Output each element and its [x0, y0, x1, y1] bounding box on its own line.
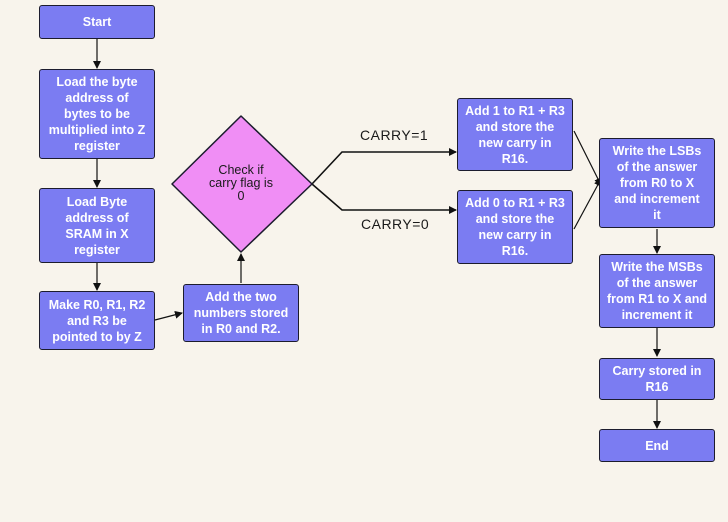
carry-one-label: CARRY=1 — [360, 127, 429, 143]
arrow-point-z-to-add-two — [154, 310, 183, 321]
decision-diamond-shape — [171, 115, 313, 253]
carry-zero-label: CARRY=0 — [361, 216, 430, 232]
add-zero-node: Add 0 to R1 + R3 and store the new carry… — [457, 190, 573, 264]
arrow-check-to-add-zero — [311, 183, 457, 214]
start-node: Start — [39, 5, 155, 39]
check-carry-decision-label: Check if carry flag is 0 — [209, 162, 273, 203]
write-msb-node: Write the MSBs of the answer from R1 to … — [599, 254, 715, 328]
write-lsb-node: Write the LSBs of the answer from R0 to … — [599, 138, 715, 228]
end-node: End — [599, 429, 715, 462]
load-z-node: Load the byte address of bytes to be mul… — [39, 69, 155, 159]
arrow-add-one-to-write-lsb — [573, 130, 602, 186]
load-x-node: Load Byte address of SRAM in X register — [39, 188, 155, 263]
add-two-numbers-node: Add the two numbers stored in R0 and R2. — [183, 284, 299, 342]
point-z-node: Make R0, R1, R2 and R3 be pointed to by … — [39, 291, 155, 350]
carry-stored-node: Carry stored in R16 — [599, 358, 715, 400]
arrow-add-zero-to-write-lsb — [573, 178, 602, 230]
arrow-check-to-add-one — [311, 148, 457, 185]
add-one-node: Add 1 to R1 + R3 and store the new carry… — [457, 98, 573, 171]
